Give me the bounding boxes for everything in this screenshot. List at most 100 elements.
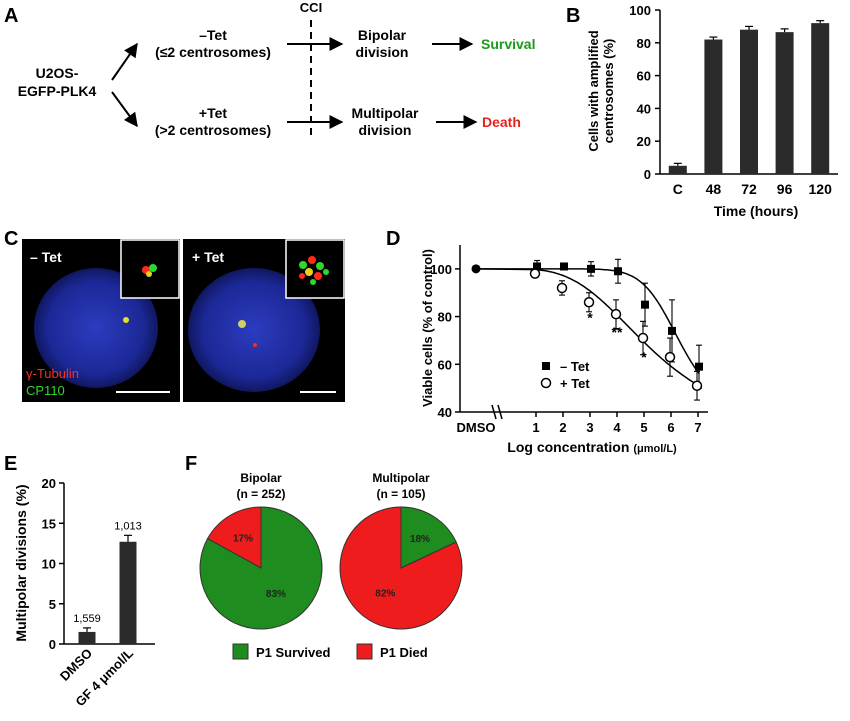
d-point-plus-tet-5 bbox=[664, 351, 676, 363]
minus-tet-sub: (≤2 centrosomes) bbox=[155, 44, 271, 60]
d-xlabel: Log concentration (μmol/L) bbox=[507, 439, 677, 455]
d-legend-marker-plus-tet bbox=[540, 377, 552, 389]
e-bar-1 bbox=[119, 541, 137, 644]
panel-label-c: C bbox=[4, 228, 18, 250]
pie0-slice-label-1: 83% bbox=[266, 589, 286, 600]
d-legend-label-minus-tet: – Tet bbox=[560, 359, 590, 374]
d-x-tick-label-5: 6 bbox=[667, 420, 674, 435]
d-y-tick-label-2: 80 bbox=[438, 310, 452, 325]
e-y-tick-label-1: 5 bbox=[49, 597, 56, 612]
b-x-tick-label-2: 72 bbox=[741, 181, 757, 197]
d-point-plus-tet-4 bbox=[637, 332, 649, 344]
pie1-slice-label-1: 82% bbox=[375, 589, 395, 600]
panel-label-f: F bbox=[185, 453, 197, 475]
d-point-plus-tet-3 bbox=[610, 308, 622, 320]
e-x-tick-label-0: DMSO bbox=[57, 646, 95, 684]
arrow-down bbox=[111, 91, 138, 128]
f-legend-swatch-1 bbox=[356, 643, 373, 660]
centrosome-plus-tet bbox=[238, 320, 246, 328]
d-point-minus-tet-1 bbox=[560, 262, 568, 271]
d-x-tick-label-4: 5 bbox=[640, 420, 647, 435]
f-legend-swatch-0 bbox=[232, 643, 249, 660]
b-x-tick-label-1: 48 bbox=[706, 181, 722, 197]
d-x-tick-label-6: 7 bbox=[694, 420, 701, 435]
b-ylabel-2: centrosomes (%) bbox=[601, 39, 616, 144]
e-y-tick-label-3: 15 bbox=[42, 516, 56, 531]
d-point-minus-tet-4 bbox=[641, 300, 649, 309]
b-y-tick-label-2: 40 bbox=[637, 101, 651, 116]
d-point-plus-tet-0 bbox=[529, 268, 541, 279]
b-y-tick-label-1: 20 bbox=[637, 134, 651, 149]
minus-tet-label: –Tet bbox=[199, 27, 227, 43]
d-x-tick-label-2: 3 bbox=[586, 420, 593, 435]
pie0-slice-0 bbox=[206, 506, 262, 569]
d-ylabel: Viable cells (% of control) bbox=[420, 249, 435, 407]
d-point-minus-tet-0 bbox=[533, 262, 541, 271]
e-y-tick-label-0: 0 bbox=[49, 637, 56, 652]
pie1-slice-label-0: 18% bbox=[410, 534, 430, 545]
nucleus-plus-tet bbox=[188, 268, 320, 392]
d-x-tick-label-3: 4 bbox=[613, 420, 621, 435]
e-y-tick-label-2: 10 bbox=[42, 557, 56, 572]
micro-minus-tet-label: – Tet bbox=[30, 249, 62, 265]
d-y-tick-label-1: 60 bbox=[438, 357, 452, 372]
b-y-tick-label-3: 60 bbox=[637, 69, 651, 84]
stain-gamma-tubulin-label: γ-Tubulin bbox=[26, 366, 79, 381]
e-bar-0 bbox=[78, 631, 96, 644]
b-y-tick-label-4: 80 bbox=[637, 36, 651, 51]
b-y-tick-label-0: 0 bbox=[644, 167, 651, 182]
multipolar-label: Multipolar bbox=[352, 105, 419, 121]
b-y-tick-label-5: 100 bbox=[629, 3, 651, 18]
b-bar-2 bbox=[740, 29, 758, 175]
d-legend-marker-minus-tet bbox=[542, 362, 550, 370]
d-y-tick-label-0: 40 bbox=[438, 405, 452, 420]
d-point-minus-tet-2 bbox=[587, 264, 595, 273]
panel-b-bar-chart: B Cells with amplified centrosomes (%) T… bbox=[566, 3, 838, 219]
inset-plus-tet-spots bbox=[299, 256, 329, 285]
pie-bipolar-title: Bipolar bbox=[240, 471, 282, 485]
centrosome-minus-tet bbox=[123, 317, 129, 323]
bipolar-label-2: division bbox=[356, 44, 409, 60]
panel-label-b: B bbox=[566, 5, 580, 27]
pie-multipolar-n: (n = 105) bbox=[376, 487, 425, 501]
d-x-tick-label-1: 2 bbox=[559, 420, 566, 435]
e-data-label-1: 1,013 bbox=[114, 520, 142, 532]
stain-cp110-label: CP110 bbox=[26, 383, 65, 398]
d-legend-label-plus-tet: + Tet bbox=[560, 376, 590, 391]
d-significance-1: ** bbox=[612, 324, 623, 340]
d-point-plus-tet-6 bbox=[691, 380, 703, 392]
b-bar-4 bbox=[811, 23, 830, 175]
f-legend-label-1: P1 Died bbox=[380, 645, 428, 660]
b-ylabel-1: Cells with amplified bbox=[586, 30, 601, 151]
pie1-slice-0 bbox=[400, 506, 457, 569]
d-significance-0: * bbox=[587, 310, 593, 326]
cell-line-label: U2OS- bbox=[36, 65, 79, 81]
death-outcome: Death bbox=[482, 114, 521, 130]
plus-tet-sub: (>2 centrosomes) bbox=[155, 122, 271, 138]
panel-f-pie-charts: F Bipolar Multipolar (n = 252) (n = 105)… bbox=[185, 453, 463, 660]
panel-label-a: A bbox=[4, 5, 18, 27]
pie0-slice-label-0: 17% bbox=[233, 534, 253, 545]
d-point-minus-tet-5 bbox=[668, 326, 676, 335]
cci-label: CCI bbox=[300, 0, 322, 15]
panel-d-dose-response: D Viable cells (% of control) DMSO Log c… bbox=[386, 228, 708, 455]
plus-tet-label: +Tet bbox=[199, 105, 227, 121]
d-point-plus-tet-2 bbox=[583, 297, 595, 308]
f-legend-label-0: P1 Survived bbox=[256, 645, 330, 660]
d-significance-2: * bbox=[641, 349, 647, 365]
panel-label-e: E bbox=[4, 453, 17, 475]
bipolar-label: Bipolar bbox=[358, 27, 407, 43]
d-y-tick-label-3: 100 bbox=[430, 262, 452, 277]
arrow-up bbox=[111, 42, 138, 81]
b-bar-0 bbox=[668, 165, 687, 174]
e-y-tick-label-4: 20 bbox=[42, 476, 56, 491]
e-ylabel: Multipolar divisions (%) bbox=[13, 484, 29, 641]
pie-bipolar-n: (n = 252) bbox=[236, 487, 285, 501]
d-axis-break-1 bbox=[491, 404, 497, 420]
centrosome-plus-tet-2 bbox=[253, 343, 257, 347]
inset-minus-tet-spots bbox=[142, 264, 157, 277]
cell-line-label-2: EGFP-PLK4 bbox=[18, 83, 97, 99]
multipolar-label-2: division bbox=[359, 122, 412, 138]
b-x-tick-label-3: 96 bbox=[777, 181, 793, 197]
